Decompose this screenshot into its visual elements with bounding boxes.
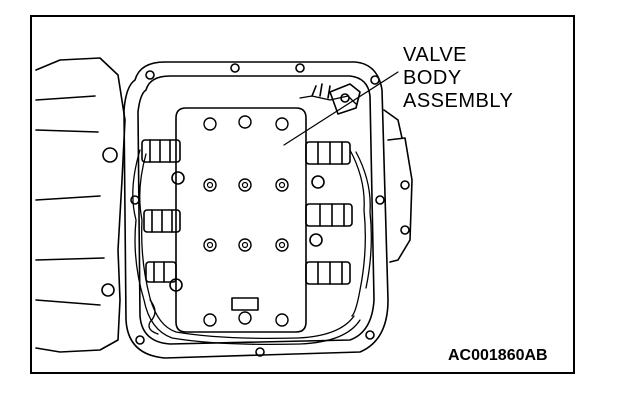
- valve-body-plate: [175, 107, 307, 333]
- case-flange: [123, 61, 389, 359]
- left-solenoid-valves: [141, 139, 185, 292]
- harness-connector: [311, 83, 361, 115]
- callout-line-1: VALVE: [403, 44, 468, 66]
- callout-line-3: ASSEMBLY: [403, 90, 514, 112]
- transmission-case-right: [383, 109, 413, 263]
- wiring-harness: [132, 95, 372, 346]
- transmission-case-left: [35, 57, 126, 353]
- callout-leader-line: [283, 71, 399, 146]
- valve-body-assembly-callout: VALVE BODY ASSEMBLY: [403, 44, 513, 113]
- callout-line-2: BODY: [403, 67, 462, 89]
- figure-code: AC001860AB: [448, 347, 548, 364]
- right-solenoid-valves: [305, 141, 353, 285]
